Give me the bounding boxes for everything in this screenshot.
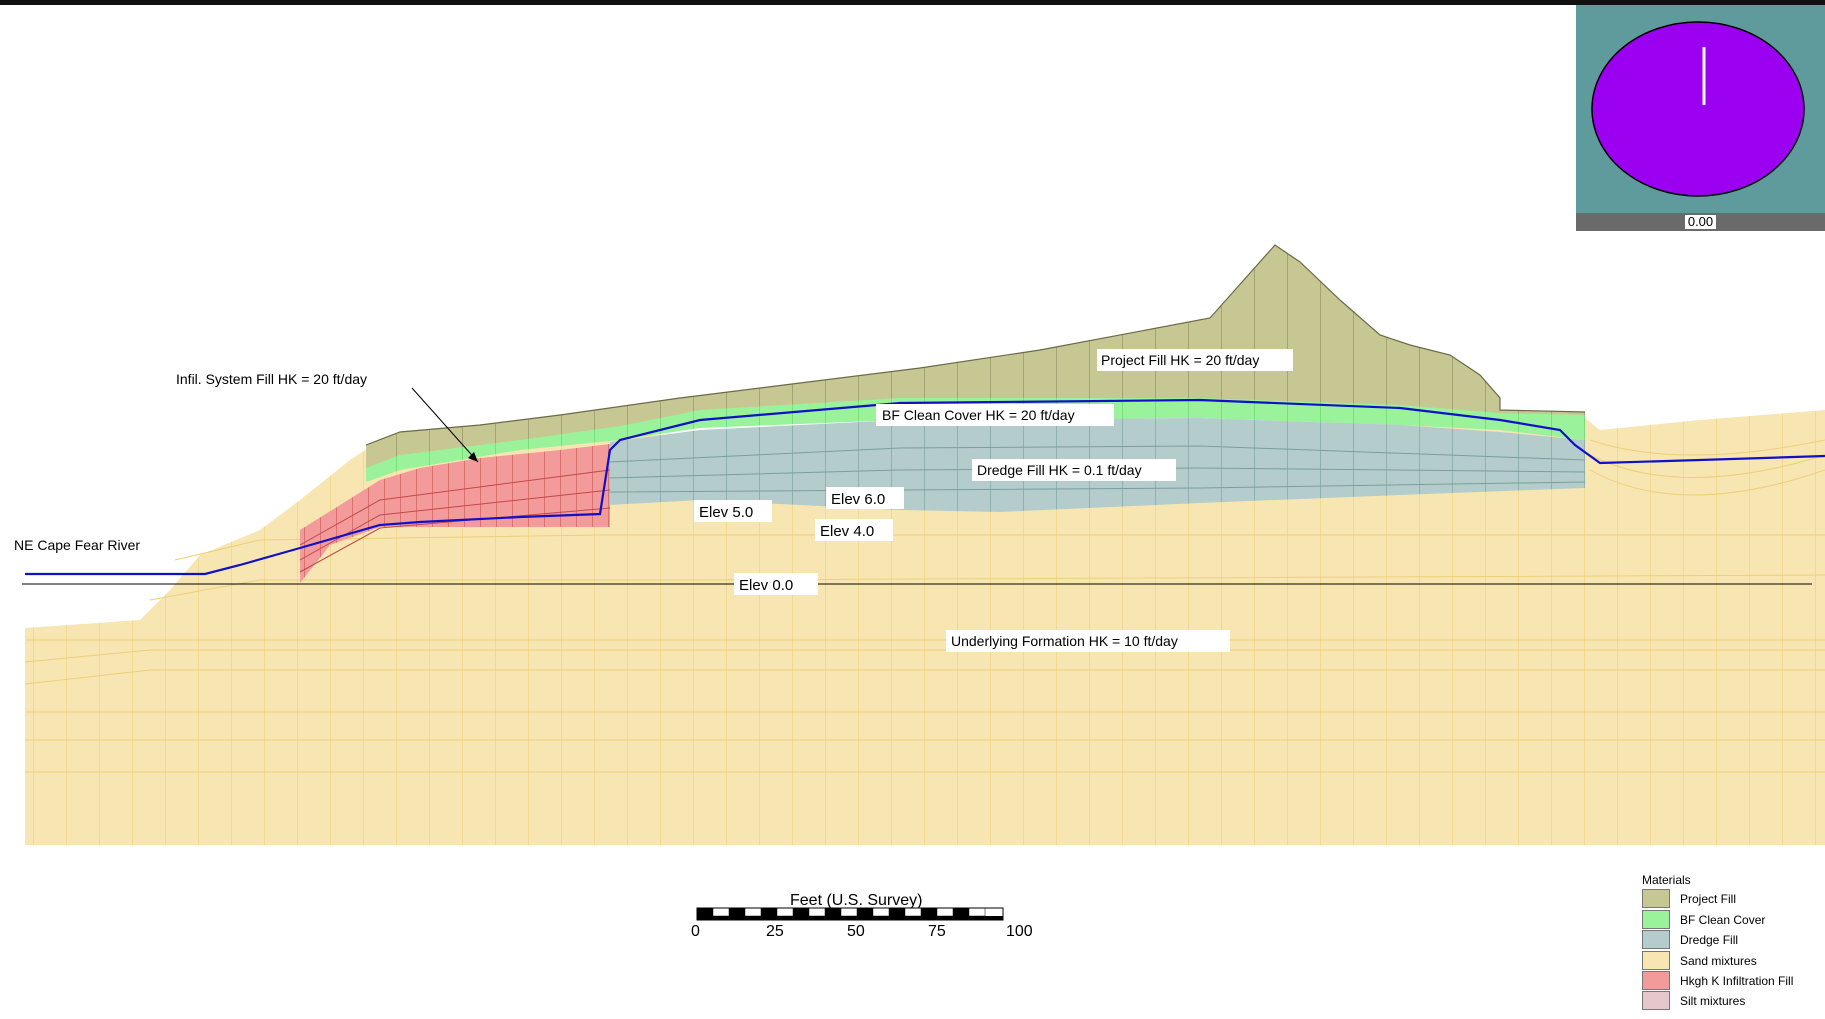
legend-item-dredge-fill: Dredge Fill (1642, 930, 1825, 950)
label-infil-fill: Infil. System Fill HK = 20 ft/day (172, 368, 406, 390)
dial-value-bar: 0.00 (1576, 213, 1825, 231)
label-clean-cover: BF Clean Cover HK = 20 ft/day (876, 404, 1114, 426)
legend-swatch (1642, 951, 1670, 970)
dial-panel: 0.00 (1576, 5, 1825, 231)
legend-swatch (1642, 991, 1670, 1010)
materials-legend: Materials Project Fill BF Clean Cover Dr… (1640, 869, 1825, 1019)
svg-text:Underlying Formation HK = 10: Underlying Formation HK = 10 ft/day (951, 633, 1178, 649)
scale-title: Feet (U.S. Survey) (790, 892, 922, 909)
svg-text:Project Fill HK = 20 ft/day: Project Fill HK = 20 ft/day (1101, 352, 1259, 368)
legend-label: Project Fill (1680, 892, 1737, 906)
scale-tick-0: 0 (691, 923, 700, 940)
svg-text:Dredge Fill HK = 0.1 ft/day: Dredge Fill HK = 0.1 ft/day (977, 462, 1142, 478)
scale-tick-75: 75 (928, 923, 946, 940)
infil-arrow-head (468, 452, 478, 462)
scale-checker (696, 907, 1004, 921)
sand-layer-lines (24, 439, 1825, 773)
legend-label: Dredge Fill (1680, 933, 1739, 947)
infiltration-fill-layers (299, 469, 611, 573)
legend-item-infiltration: Hkgh K Infiltration Fill (1642, 971, 1825, 991)
legend-item-project-fill: Project Fill (1642, 889, 1825, 909)
top-border (0, 0, 1825, 5)
label-river: NE Cape Fear River (10, 534, 166, 556)
label-elev-5: Elev 5.0 (694, 500, 772, 522)
legend-label: BF Clean Cover (1680, 913, 1766, 927)
legend-swatch (1642, 971, 1670, 990)
water-table-line (25, 398, 1825, 576)
legend-item-sand: Sand mixtures (1642, 951, 1825, 971)
scale-bar: Feet (U.S. Survey) 0 25 50 75 (680, 888, 1040, 948)
label-underlying: Underlying Formation HK = 10 ft/day (946, 630, 1230, 652)
scale-tick-25: 25 (766, 923, 784, 940)
infil-arrow-line (411, 387, 479, 463)
legend-label: Silt mixtures (1680, 994, 1746, 1008)
dial-value: 0.00 (1684, 215, 1717, 229)
label-elev-0: Elev 0.0 (734, 573, 818, 595)
legend-label: Sand mixtures (1680, 954, 1757, 968)
legend-label: Hkgh K Infiltration Fill (1680, 974, 1794, 988)
svg-text:Elev 0.0: Elev 0.0 (739, 577, 793, 594)
label-project-fill: Project Fill HK = 20 ft/day (1097, 349, 1293, 371)
svg-text:Elev 4.0: Elev 4.0 (820, 523, 874, 540)
svg-text:BF Clean Cover HK = 20 ft/day: BF Clean Cover HK = 20 ft/day (882, 407, 1075, 423)
label-dredge-fill: Dredge Fill HK = 0.1 ft/day (972, 459, 1176, 481)
legend-item-clean-cover: BF Clean Cover (1642, 910, 1825, 930)
dial-gauge (1591, 21, 1805, 197)
legend-swatch (1642, 910, 1670, 929)
svg-text:Elev 6.0: Elev 6.0 (831, 491, 885, 508)
legend-swatch (1642, 889, 1670, 908)
dial-disc (1591, 21, 1805, 197)
label-elev-4: Elev 4.0 (815, 519, 893, 541)
scale-tick-100: 100 (1006, 923, 1033, 940)
scale-tick-50: 50 (847, 923, 865, 940)
legend-item-silt: Silt mixtures (1642, 991, 1825, 1011)
legend-title: Materials (1642, 873, 1691, 887)
svg-text:NE Cape Fear River: NE Cape Fear River (14, 537, 140, 553)
svg-text:Infil. System Fill HK = 20 ft: Infil. System Fill HK = 20 ft/day (176, 371, 367, 387)
label-elev-6: Elev 6.0 (826, 487, 904, 509)
svg-text:Elev 5.0: Elev 5.0 (699, 504, 753, 521)
legend-swatch (1642, 930, 1670, 949)
